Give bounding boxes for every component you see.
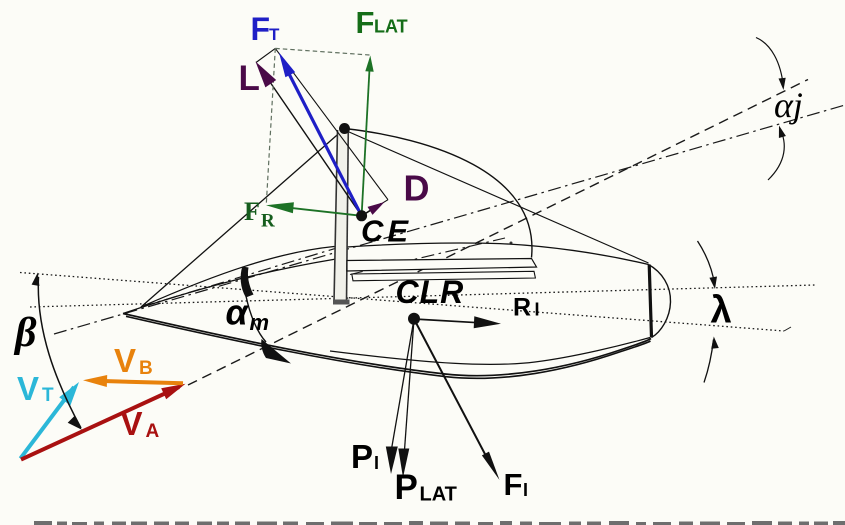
- svg-text:F: F: [356, 5, 375, 40]
- svg-text:P: P: [395, 468, 418, 507]
- svg-text:F: F: [244, 197, 260, 226]
- svg-text:m: m: [250, 310, 270, 335]
- svg-text:LAT: LAT: [374, 17, 408, 37]
- svg-text:V: V: [17, 370, 39, 407]
- svg-text:D: D: [404, 168, 430, 209]
- svg-text:CE: CE: [361, 214, 412, 249]
- svg-text:LAT: LAT: [420, 484, 457, 506]
- svg-text:L: L: [239, 59, 260, 98]
- svg-text:T: T: [269, 25, 280, 44]
- svg-text:V: V: [121, 405, 143, 442]
- svg-text:V: V: [114, 342, 136, 379]
- svg-text:B: B: [139, 358, 153, 379]
- svg-text:F: F: [504, 467, 523, 502]
- svg-text:R: R: [513, 293, 531, 321]
- svg-text:α: α: [226, 292, 250, 333]
- svg-text:I: I: [523, 480, 528, 500]
- svg-text:T: T: [42, 385, 54, 406]
- svg-text:I: I: [535, 299, 540, 319]
- svg-text:αj: αj: [774, 85, 803, 125]
- svg-text:I: I: [374, 453, 379, 473]
- svg-text:λ: λ: [711, 290, 732, 332]
- svg-text:CLR: CLR: [396, 274, 465, 310]
- svg-text:P: P: [351, 438, 373, 475]
- svg-text:A: A: [146, 421, 160, 442]
- svg-text:β: β: [13, 310, 37, 356]
- svg-text:R: R: [261, 211, 275, 232]
- svg-text:F: F: [251, 11, 271, 47]
